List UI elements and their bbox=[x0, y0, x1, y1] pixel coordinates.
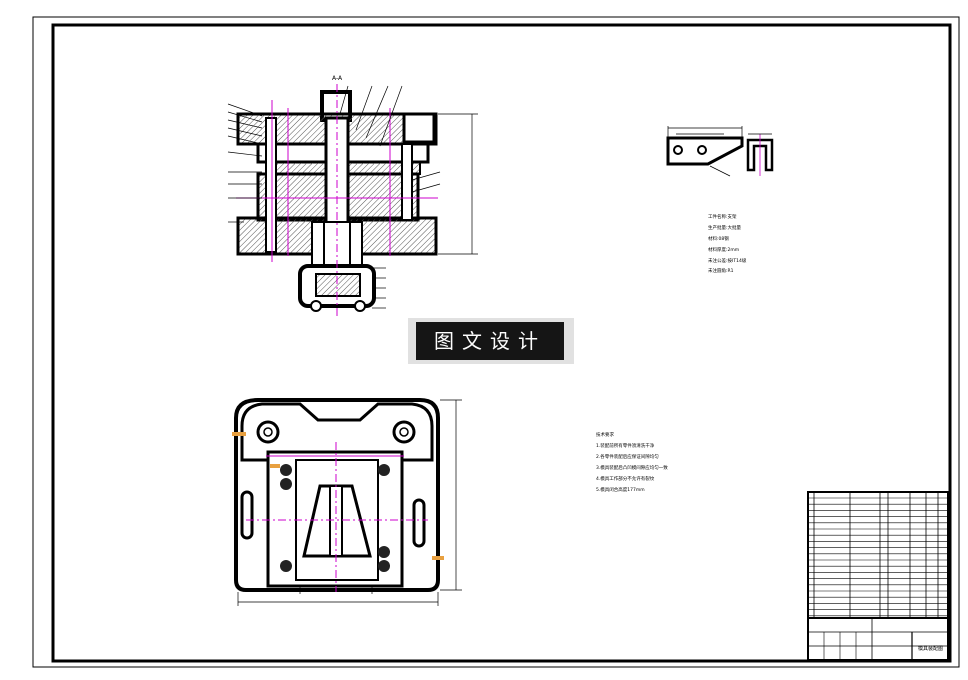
part-info-line: 生产批量:大批量 bbox=[708, 224, 742, 231]
drawing-title: 模具装配图 bbox=[918, 645, 943, 652]
tech-requirement-line: 5.模具闭合高度177mm bbox=[596, 486, 645, 493]
part-info-line: 未注公差:按IT14级 bbox=[708, 257, 747, 264]
part-info: 工件名称:支架 生产批量:大批量 材料:08钢 材料厚度:2mm 未注公差:按I… bbox=[708, 213, 747, 274]
outer-frame bbox=[32, 16, 960, 668]
tech-requirements-title: 技术要求 bbox=[596, 431, 614, 438]
tech-requirement-line: 4.模具工作部分不允许有裂纹 bbox=[596, 475, 655, 482]
section-view: A-A bbox=[227, 75, 478, 318]
part-info-line: 材料:08钢 bbox=[708, 235, 729, 242]
part-info-line: 材料厚度:2mm bbox=[708, 246, 739, 253]
tech-requirement-line: 1.装配前所有零件须清洗干净 bbox=[596, 442, 655, 449]
part-info-line: 未注圆角:R1 bbox=[708, 267, 734, 274]
section-label: A-A bbox=[332, 75, 343, 82]
title-block: 模具装配图 bbox=[807, 617, 949, 661]
tech-requirements: 技术要求 1.装配前所有零件须清洗干净 2.各零件装配后应保证间隙均匀 3.模具… bbox=[596, 431, 668, 493]
tech-requirement-line: 3.模具装配后凸凹模间隙应均匀一致 bbox=[596, 464, 668, 471]
bom-table bbox=[807, 491, 949, 619]
plan-view bbox=[232, 398, 462, 606]
inner-frame bbox=[51, 23, 952, 663]
workpiece-view bbox=[666, 126, 774, 177]
tech-requirement-line: 2.各零件装配后应保证间隙均匀 bbox=[596, 453, 659, 460]
part-info-line: 工件名称:支架 bbox=[708, 213, 737, 220]
watermark-label: 图文设计 bbox=[416, 322, 564, 360]
